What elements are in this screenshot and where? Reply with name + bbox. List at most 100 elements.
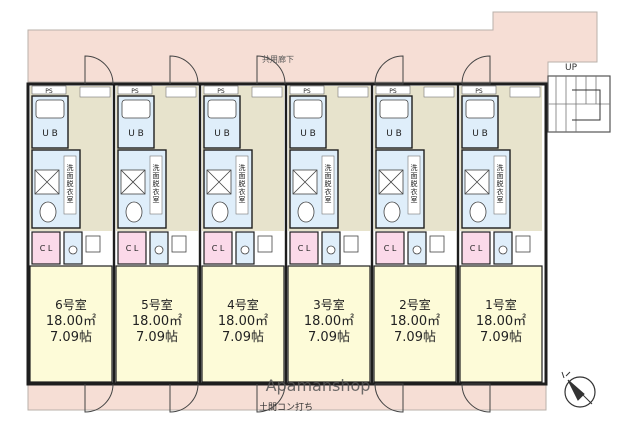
washroom-label: 洗面脱衣室 (152, 163, 160, 204)
meter-box (251, 86, 283, 98)
closet-label: C L (298, 244, 311, 253)
toilet-icon (469, 201, 487, 223)
washroom-sign (235, 155, 249, 215)
ub-label: U B (472, 129, 488, 139)
ub-label: U B (386, 129, 402, 139)
main-room (29, 265, 113, 383)
room-name: 1号室 (485, 297, 517, 312)
cross-mark (292, 169, 318, 195)
room-area: 18.00㎡ (132, 314, 182, 329)
closet (375, 231, 405, 265)
room-tatami: 7.09帖 (50, 330, 92, 345)
ps-label: PS (131, 88, 139, 95)
ub-label: U B (300, 129, 316, 139)
ps-label: PS (217, 88, 225, 95)
ps-box (375, 85, 411, 95)
ub-label: U B (128, 129, 144, 139)
washroom-sign (407, 155, 421, 215)
washroom-label: 洗面脱衣室 (66, 163, 74, 204)
ps-label: PS (303, 88, 311, 95)
room-name: 2号室 (399, 297, 431, 312)
fridge-icon (85, 235, 101, 253)
top-corridor (27, 11, 598, 83)
cross-mark (206, 169, 232, 195)
toilet-icon (297, 201, 315, 223)
ps-box (203, 85, 239, 95)
washroom-label: 洗面脱衣室 (496, 163, 504, 204)
ps-box (117, 85, 153, 95)
toilet-icon (39, 201, 57, 223)
fridge-icon (429, 235, 445, 253)
bottom-corridor-area (27, 383, 547, 411)
ub-label: U B (42, 129, 58, 139)
fridge-icon (171, 235, 187, 253)
closet (461, 231, 491, 265)
closet-label: C L (212, 244, 225, 253)
meter-box (165, 86, 197, 98)
main-room (459, 265, 543, 383)
cross-mark (120, 169, 146, 195)
sink-icon (412, 245, 422, 255)
washroom-sign (63, 155, 77, 215)
room-name: 3号室 (313, 297, 345, 312)
meter-box (509, 86, 541, 98)
cross-mark (34, 169, 60, 195)
closet (289, 231, 319, 265)
bathtub-icon (207, 99, 237, 119)
sink-icon (326, 245, 336, 255)
closet (203, 231, 233, 265)
main-room (287, 265, 371, 383)
washroom-sign (493, 155, 507, 215)
ps-box (31, 85, 67, 95)
ps-box (461, 85, 497, 95)
room-name: 4号室 (227, 297, 259, 312)
ps-label: PS (389, 88, 397, 95)
closet-label: C L (384, 244, 397, 253)
fridge-icon (343, 235, 359, 253)
closet (117, 231, 147, 265)
stair: UP (547, 63, 611, 133)
ps-box (289, 85, 325, 95)
room-name: 5号室 (141, 297, 173, 312)
room-area: 18.00㎡ (476, 314, 526, 329)
room-area: 18.00㎡ (46, 314, 96, 329)
bathtub-icon (121, 99, 151, 119)
balcony-doors (84, 383, 491, 413)
toilet-icon (125, 201, 143, 223)
north-arrow-icon (561, 371, 596, 408)
washroom-label: 洗面脱衣室 (410, 163, 418, 204)
bathtub-icon (35, 99, 65, 119)
bathtub-icon (379, 99, 409, 119)
fridge-icon (515, 235, 531, 253)
closet-label: C L (126, 244, 139, 253)
washroom-label: 洗面脱衣室 (324, 163, 332, 204)
meter-box (337, 86, 369, 98)
washroom-sign (149, 155, 163, 215)
room-tatami: 7.09帖 (480, 330, 522, 345)
cross-mark (464, 169, 490, 195)
room-area: 18.00㎡ (218, 314, 268, 329)
washroom-sign (321, 155, 335, 215)
corridor-label: 共用廊下 (262, 54, 294, 64)
cross-mark (378, 169, 404, 195)
toilet-icon (211, 201, 229, 223)
closet (31, 231, 61, 265)
ub-label: U B (214, 129, 230, 139)
closet-label: C L (470, 244, 483, 253)
sink-icon (240, 245, 250, 255)
toilet-icon (383, 201, 401, 223)
room-area: 18.00㎡ (390, 314, 440, 329)
stair-up-label: UP (565, 63, 578, 73)
meter-box (79, 86, 111, 98)
room-tatami: 7.09帖 (308, 330, 350, 345)
sink-icon (68, 245, 78, 255)
bathtub-icon (465, 99, 495, 119)
main-room (201, 265, 285, 383)
main-room (115, 265, 199, 383)
